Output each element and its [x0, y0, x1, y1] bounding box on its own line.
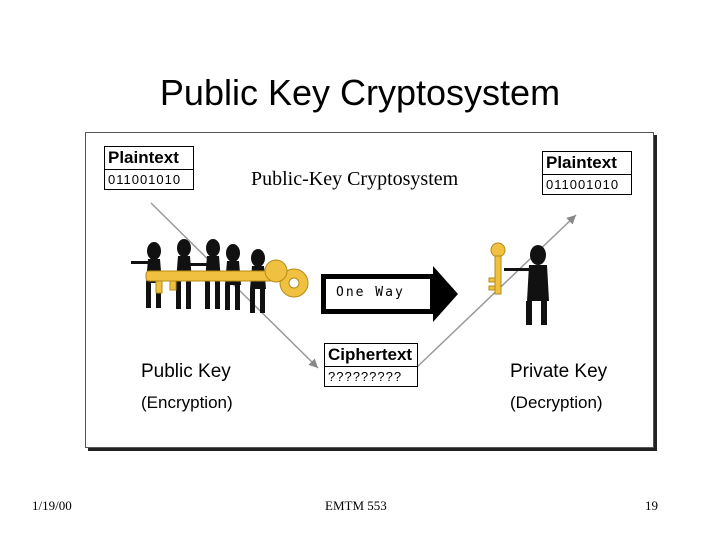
- private-key-holder-illustration: [504, 245, 549, 325]
- diagram-center-title: Public-Key Cryptosystem: [251, 168, 459, 190]
- plaintext-box-right: Plaintext 011001010: [542, 151, 632, 195]
- plaintext-right-value: 011001010: [546, 177, 620, 192]
- one-way-arrow: [321, 266, 458, 322]
- private-key-sub: (Decryption): [510, 393, 603, 412]
- arrow-plaintext-to-ciphertext: [150, 202, 319, 369]
- ciphertext-value: ?????????: [328, 369, 403, 384]
- private-key-label: Private Key: [510, 361, 608, 382]
- public-key-sub: (Encryption): [141, 393, 233, 412]
- private-key-icon: [488, 242, 506, 295]
- public-key-icon: [145, 259, 309, 298]
- slide-title: Public Key Cryptosystem: [159, 72, 561, 113]
- public-key-label: Public Key: [141, 361, 231, 382]
- footer-page-number: 19: [645, 498, 658, 513]
- ciphertext-label: Ciphertext: [325, 344, 417, 367]
- footer-date: 1/19/00: [32, 498, 72, 513]
- plaintext-left-label: Plaintext: [105, 147, 193, 170]
- public-key-figure: Public-Key Cryptosystem Plaintext 011001…: [85, 132, 654, 448]
- plaintext-box-left: Plaintext 011001010: [104, 146, 194, 190]
- figure-graphics: [131, 202, 577, 369]
- plaintext-right-label: Plaintext: [543, 152, 631, 175]
- plaintext-left-value: 011001010: [108, 172, 182, 187]
- one-way-label: One Way: [336, 285, 405, 300]
- footer-course: EMTM 553: [325, 498, 387, 513]
- ciphertext-box: Ciphertext ?????????: [324, 343, 418, 387]
